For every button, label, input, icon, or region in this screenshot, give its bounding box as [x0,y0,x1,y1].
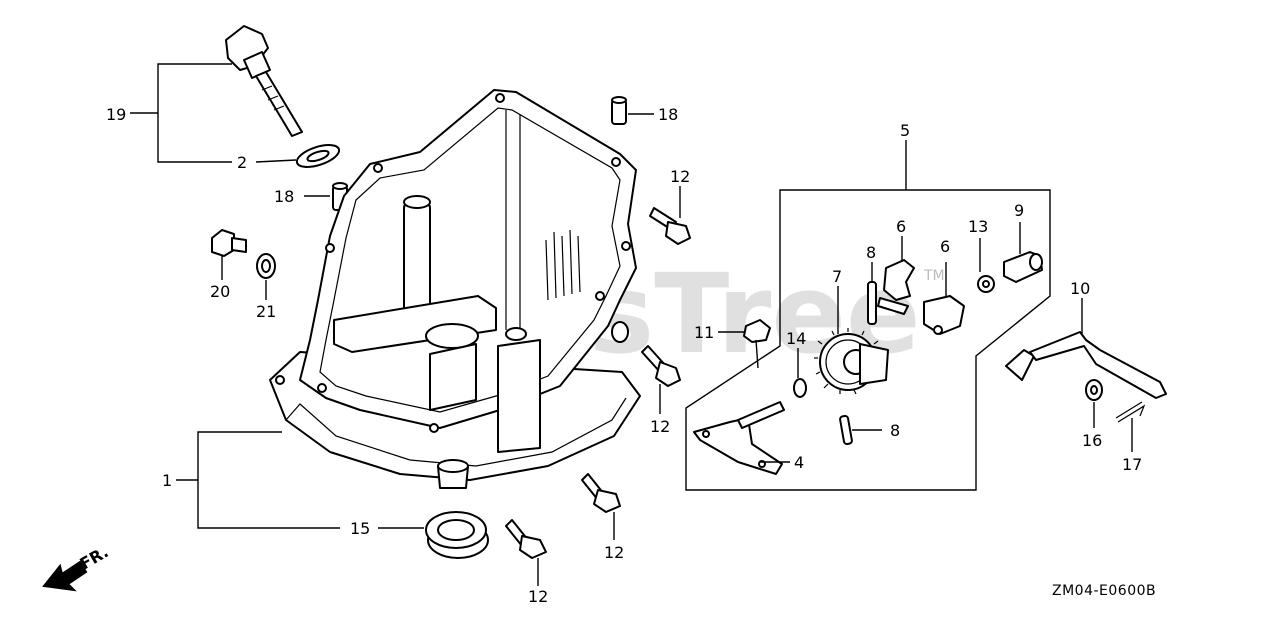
gasket-part[interactable] [294,141,341,172]
callout-6-b: 6 [940,237,950,256]
washer-part-14[interactable] [793,378,807,398]
callout-21: 21 [256,302,276,321]
callout-12-d: 12 [528,587,548,606]
callout-8-upper: 8 [866,243,876,262]
callout-1: 1 [162,471,172,490]
washer-part-16[interactable] [1085,379,1103,401]
callout-13: 13 [968,217,988,236]
callout-18-lower: 18 [274,187,294,206]
bolt-part-b[interactable] [641,345,681,387]
callout-7: 7 [832,267,842,286]
callout-6-a: 6 [896,217,906,236]
callout-8-lower: 8 [890,421,900,440]
callout-12-c: 12 [604,543,624,562]
oil-seal-part[interactable] [425,511,489,559]
callout-10: 10 [1070,279,1090,298]
callout-12-b: 12 [650,417,670,436]
bolt-part-c[interactable] [581,473,621,513]
callout-20: 20 [210,282,230,301]
callout-9: 9 [1014,201,1024,220]
bolt-part-a[interactable] [649,207,691,245]
circlip-part[interactable] [977,275,995,293]
pin-part-upper[interactable] [867,281,877,325]
governor-plate-part[interactable] [693,401,785,475]
callout-5: 5 [900,121,910,140]
bolt-part-d[interactable] [505,519,547,559]
dowel-pin-part-lower[interactable] [332,182,348,211]
leader-19-2 [157,63,232,163]
governor-sleeve-part[interactable] [1003,251,1043,283]
callout-17: 17 [1122,455,1142,474]
callout-19: 19 [106,105,126,124]
callout-14: 14 [786,329,806,348]
leader-1-15 [197,431,340,529]
callout-2: 2 [237,153,247,172]
weight-holder-part-a[interactable] [877,259,915,315]
dowel-pin-part-upper[interactable] [611,96,627,125]
callout-15: 15 [350,519,370,538]
bolt-part-11[interactable] [743,319,771,369]
crankcase-cover-part[interactable] [269,89,641,489]
governor-gear-part[interactable] [814,328,889,395]
washer-part[interactable] [256,253,276,279]
diagram-code: ZM04-E0600B [1052,583,1156,599]
callout-16: 16 [1082,431,1102,450]
callout-18-upper: 18 [658,105,678,124]
callout-12-a: 12 [670,167,690,186]
front-direction-arrow-icon [42,560,88,592]
governor-arm-part[interactable] [1005,331,1167,399]
drain-bolt-part[interactable] [211,229,247,257]
group-5-outline [685,189,1051,491]
pin-part-lower[interactable] [839,414,853,446]
weight-holder-part-b[interactable] [923,295,965,335]
watermark-trademark: TM [923,268,945,284]
pin-part-17[interactable] [1115,401,1146,423]
dipstick-part[interactable] [225,25,303,137]
callout-4: 4 [794,453,804,472]
callout-11: 11 [694,323,714,342]
